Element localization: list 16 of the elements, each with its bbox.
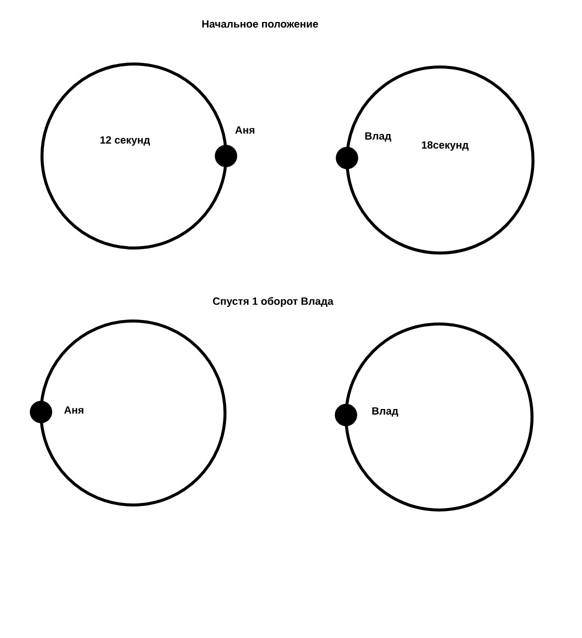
position-dot — [214, 144, 238, 168]
position-dot — [334, 404, 358, 426]
track-circle — [40, 320, 226, 506]
position-dot — [30, 400, 52, 424]
name-label: Аня — [64, 406, 84, 414]
track-circle — [40, 62, 228, 250]
time-label: 12 секунд — [100, 136, 150, 146]
position-dot — [336, 146, 358, 170]
time-label: 18секунд — [422, 141, 469, 151]
name-label: Влад — [365, 132, 392, 142]
name-label: Аня — [235, 126, 254, 134]
track-circle — [346, 66, 534, 254]
heading: Начальное положение — [202, 20, 318, 28]
heading: Спустя 1 оборот Влада — [213, 297, 334, 307]
track-circle — [344, 322, 534, 512]
name-label: Влад — [372, 407, 398, 417]
